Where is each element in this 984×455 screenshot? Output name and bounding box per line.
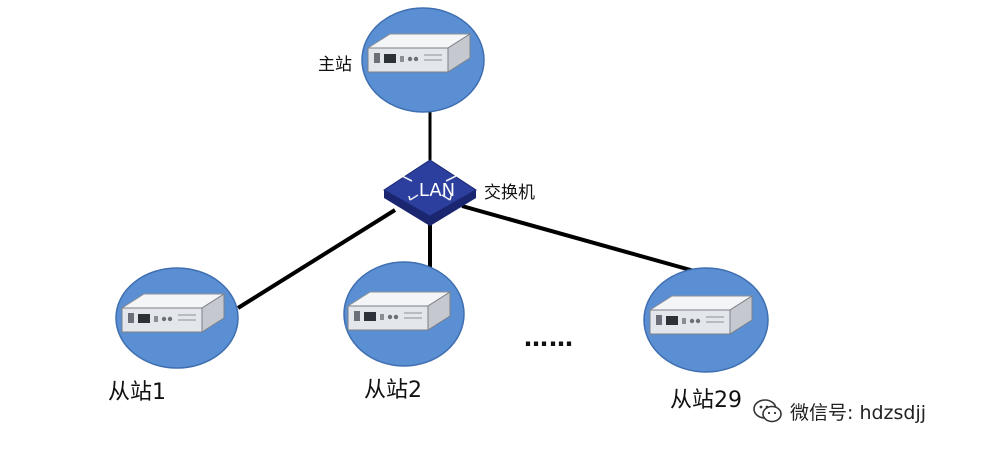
server-icon [347,291,451,331]
server-icon [367,33,471,73]
wechat-watermark: 微信号: hdzsdjj [752,396,926,426]
lan-switch-node[interactable]: LAN [383,159,477,226]
server-icon [649,295,753,335]
wechat-icon [753,399,782,423]
ellipsis: …… [524,324,574,352]
slave-29-label: 从站29 [670,388,742,413]
lan-badge: LAN [419,180,455,201]
slave-2-label: 从站2 [364,378,422,403]
lan-switch-icon [383,159,477,226]
link-switch-slave1 [236,208,397,310]
master-label: 主站 [318,55,352,75]
links [236,108,713,310]
slave-node-29[interactable] [643,267,769,373]
master-node[interactable] [361,7,485,113]
slave-1-label: 从站1 [108,380,166,405]
slave-node-1[interactable] [115,267,239,369]
switch-label: 交换机 [484,183,535,203]
slave-node-2[interactable] [343,261,465,367]
watermark-text: 微信号: hdzsdjj [790,401,927,424]
server-icon [121,293,225,333]
link-switch-slave29 [461,204,713,278]
